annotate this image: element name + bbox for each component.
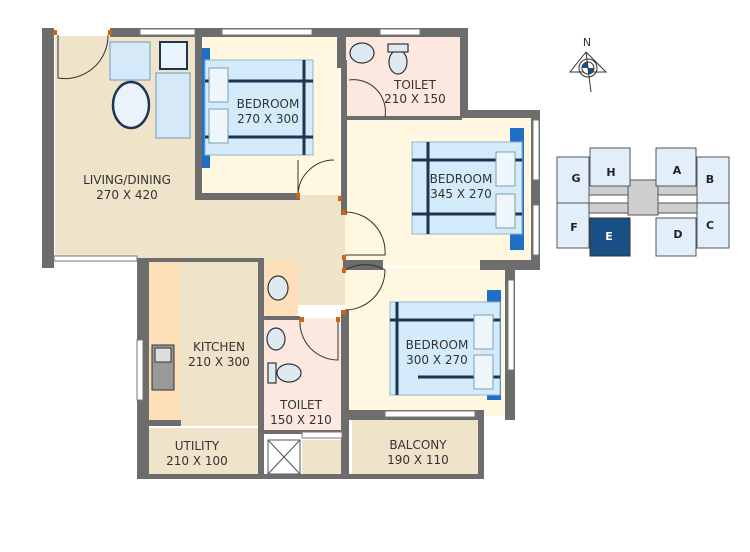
north-label: N [583, 36, 591, 49]
bed-bedroom1 [202, 48, 314, 168]
svg-text:C: C [706, 219, 714, 232]
svg-text:A: A [673, 164, 682, 177]
svg-text:H: H [606, 166, 615, 179]
windows [53, 28, 540, 439]
key-unit-e [589, 217, 631, 257]
key-unit-h [589, 147, 631, 187]
key-unit-a [655, 147, 697, 187]
svg-text:B: B [706, 173, 714, 186]
key-unit-f [556, 202, 590, 249]
north-compass-icon: N [568, 36, 608, 93]
svg-text:F: F [570, 221, 578, 234]
utility-floor [140, 428, 260, 478]
living-furniture [109, 41, 191, 139]
svg-text:E: E [605, 230, 613, 243]
bathroom-fixtures [151, 42, 409, 391]
key-plan: G H A B F E D C [556, 147, 730, 257]
bed-bedroom3 [389, 290, 501, 400]
key-unit-c [696, 202, 730, 249]
kitchen-counter [148, 262, 180, 422]
svg-text:D: D [673, 228, 682, 241]
duct-area [302, 440, 348, 478]
key-unit-d [655, 217, 697, 257]
doors [53, 30, 386, 361]
balcony-floor [352, 420, 478, 478]
svg-text:G: G [571, 172, 580, 185]
bed-bedroom2 [411, 128, 524, 250]
